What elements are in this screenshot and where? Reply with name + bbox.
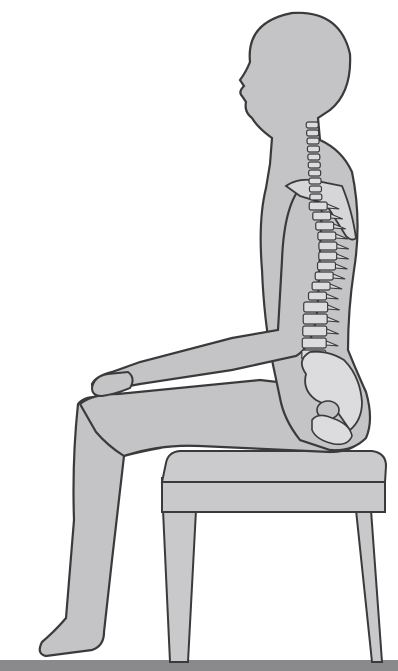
vertebra bbox=[309, 178, 321, 184]
vertebra bbox=[313, 212, 331, 220]
vertebra bbox=[309, 292, 327, 300]
vertebra bbox=[309, 170, 321, 176]
vertebra bbox=[310, 194, 322, 200]
vertebra bbox=[309, 186, 321, 192]
vertebra bbox=[303, 314, 327, 324]
vertebra bbox=[307, 146, 319, 152]
stool-back-leg bbox=[356, 510, 382, 662]
stool-apron bbox=[162, 478, 385, 512]
vertebra bbox=[318, 232, 336, 240]
vertebra bbox=[303, 326, 327, 336]
stool bbox=[162, 451, 386, 662]
vertebra bbox=[318, 262, 336, 270]
vertebra bbox=[312, 282, 330, 290]
vertebra bbox=[316, 222, 334, 230]
vertebra bbox=[307, 138, 319, 144]
vertebra bbox=[306, 122, 318, 128]
vertebra bbox=[302, 338, 326, 348]
vertebra bbox=[315, 272, 333, 280]
vertebra bbox=[308, 154, 320, 160]
vertebra bbox=[319, 242, 337, 250]
stool-front-leg bbox=[163, 510, 196, 662]
vertebra bbox=[304, 302, 328, 312]
vertebra bbox=[308, 162, 320, 168]
floor bbox=[0, 660, 398, 671]
vertebra bbox=[319, 252, 337, 260]
vertebra bbox=[309, 202, 327, 210]
stool-seat bbox=[162, 451, 386, 482]
vertebra bbox=[307, 130, 319, 136]
